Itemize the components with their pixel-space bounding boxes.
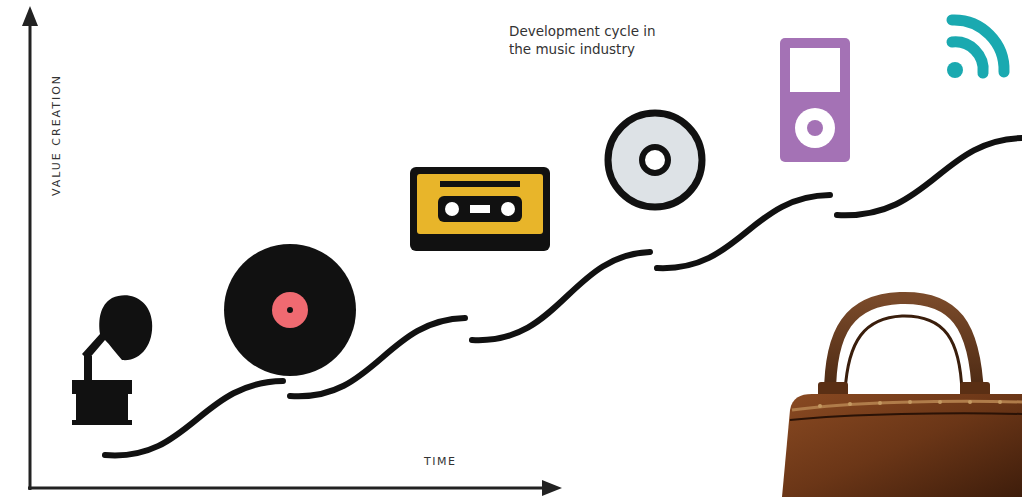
cd-disc	[608, 113, 702, 207]
gramophone-horn	[82, 295, 152, 360]
cassette-label	[417, 174, 543, 234]
vinyl-hole	[287, 307, 293, 313]
ipod-screen	[790, 48, 840, 92]
bag-rivets	[818, 400, 1002, 408]
ipod-icon	[780, 38, 850, 162]
cassette-shell	[410, 167, 550, 251]
cassette-reel	[501, 202, 515, 216]
gramophone-box	[76, 394, 128, 420]
gramophone-arm	[84, 356, 92, 382]
vinyl-disc	[224, 244, 356, 376]
stream-wave	[952, 20, 1004, 72]
cassette-line	[440, 181, 520, 187]
cassette-tape	[470, 205, 490, 213]
stream-wave	[952, 42, 983, 73]
stream-icon	[947, 20, 1004, 78]
stream-dot	[947, 62, 963, 78]
s-curve	[472, 252, 650, 340]
cd-icon	[608, 113, 702, 207]
bag-body	[782, 394, 1022, 497]
axes	[22, 6, 562, 496]
s-curve	[837, 138, 1022, 215]
cassette-reel	[445, 202, 459, 216]
y-axis-arrow	[22, 6, 38, 26]
axis-label: VALUE CREATION	[50, 74, 65, 196]
cassette-icon	[410, 167, 550, 251]
ipod-button	[807, 120, 823, 136]
gramophone-top	[72, 380, 132, 394]
bag-frame	[792, 401, 1022, 410]
x-axis-arrow	[542, 480, 562, 496]
cassette-window	[438, 196, 522, 222]
cd-hub	[642, 147, 668, 173]
y-axis	[29, 20, 32, 490]
leather-bag	[782, 298, 1022, 497]
diagram-caption: Development cycle in the music industry	[509, 22, 679, 58]
axis-label: TIME	[424, 455, 504, 470]
x-axis	[28, 487, 548, 490]
gramophone-base	[72, 420, 132, 425]
ipod-wheel	[795, 108, 835, 148]
bag-handle-edge	[845, 316, 962, 392]
ipod-body	[780, 38, 850, 162]
bag-seam	[790, 413, 1022, 420]
vinyl-icon	[224, 244, 356, 376]
bag-handle	[830, 298, 978, 395]
vinyl-label	[272, 292, 308, 328]
s-curve	[657, 195, 830, 268]
gramophone-icon	[70, 295, 152, 425]
